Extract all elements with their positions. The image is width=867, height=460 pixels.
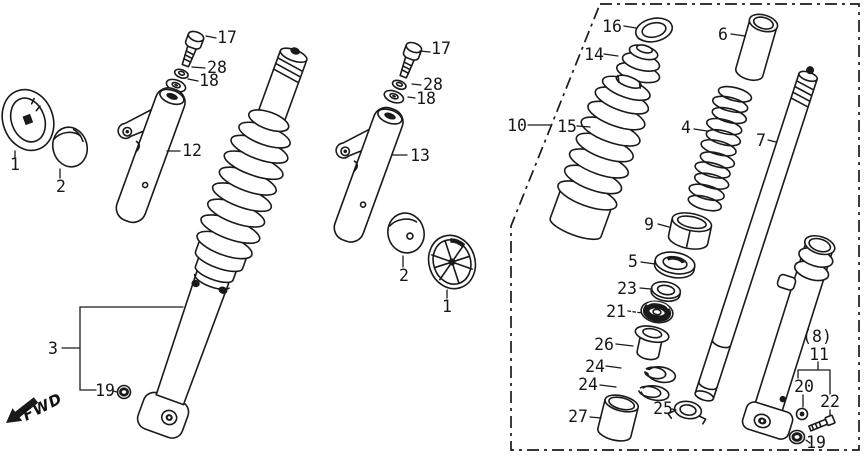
boot-15-drawing: [549, 74, 651, 241]
part-label-19-left: 19: [95, 381, 115, 400]
lock-25-drawing: [667, 400, 707, 425]
fwd-arrow-icon: [6, 397, 39, 423]
mid-cap-drawing: [387, 212, 425, 254]
part-label-20: 20: [794, 377, 814, 396]
part-label-1-left: 1: [10, 155, 20, 174]
left-holder-drawing: [89, 27, 206, 227]
part-label-16: 16: [602, 17, 622, 36]
part-label-11: 11: [809, 345, 829, 364]
part-label-13: 13: [410, 146, 430, 165]
part-label-28-mid: 28: [423, 75, 443, 94]
boot-cap-14-drawing: [615, 44, 661, 84]
part-label-26: 26: [594, 335, 614, 354]
part-label-2-left: 2: [56, 177, 66, 196]
part-label-2-mid: 2: [399, 266, 409, 285]
part-label-1-mid: 1: [442, 297, 452, 316]
part-label-8-ref: (8): [802, 327, 832, 346]
pipe-7-drawing: [694, 66, 819, 402]
seal-21-drawing: [640, 300, 674, 324]
part-label-22: 22: [820, 392, 840, 411]
part-label-6: 6: [718, 25, 728, 44]
piston-5-drawing: [653, 251, 696, 279]
part-label-17-left: 17: [217, 28, 237, 47]
bottom-case-drawing: [741, 234, 836, 440]
right-holder-drawing: [306, 38, 424, 247]
part-label-25: 25: [653, 399, 673, 418]
part-label-21: 21: [606, 302, 626, 321]
part-label-7: 7: [756, 131, 766, 150]
fork-assembly-drawing: [136, 47, 308, 439]
part-label-28-left: 28: [207, 58, 227, 77]
part-label-12: 12: [182, 141, 202, 160]
ring-23-drawing: [650, 280, 682, 303]
ring-16-drawing: [634, 17, 674, 43]
part-label-5: 5: [628, 252, 638, 271]
left-cap-drawing: [51, 126, 89, 168]
bushing-27-drawing: [597, 394, 640, 442]
part-label-4: 4: [681, 118, 691, 137]
nut-19-left-drawing: [116, 384, 132, 400]
part-label-23: 23: [617, 279, 637, 298]
part-label-15: 15: [557, 117, 577, 136]
left-reflector-drawing: [1, 88, 55, 152]
ring-24-lower-drawing: [638, 384, 670, 402]
part-label-24-lower: 24: [578, 375, 598, 394]
bolt-22-drawing: [808, 414, 836, 432]
part-label-18-mid: 18: [416, 89, 436, 108]
mid-reflector-drawing: [427, 234, 477, 290]
part-label-27: 27: [568, 407, 588, 426]
dashed-assembly-box: [510, 3, 860, 451]
part-label-3: 3: [48, 339, 58, 358]
part-label-9: 9: [644, 215, 654, 234]
washer-19-right-drawing: [788, 429, 806, 445]
part-label-14: 14: [584, 45, 604, 64]
part-label-24-upper: 24: [585, 357, 605, 376]
leader-lines: [14, 25, 831, 444]
part-label-18-left: 18: [199, 71, 219, 90]
part-label-10: 10: [507, 116, 527, 135]
bushing-26-drawing: [634, 325, 670, 361]
part-label-19-right: 19: [806, 433, 826, 452]
spring-4-drawing: [687, 85, 753, 212]
nut-20-drawing: [795, 407, 809, 421]
part-label-17-mid: 17: [431, 39, 451, 58]
cap-6-drawing: [734, 13, 779, 82]
ring-24-upper-drawing: [644, 366, 677, 384]
fwd-marker-label: FWD: [20, 389, 66, 424]
seat-9-drawing: [667, 212, 713, 250]
